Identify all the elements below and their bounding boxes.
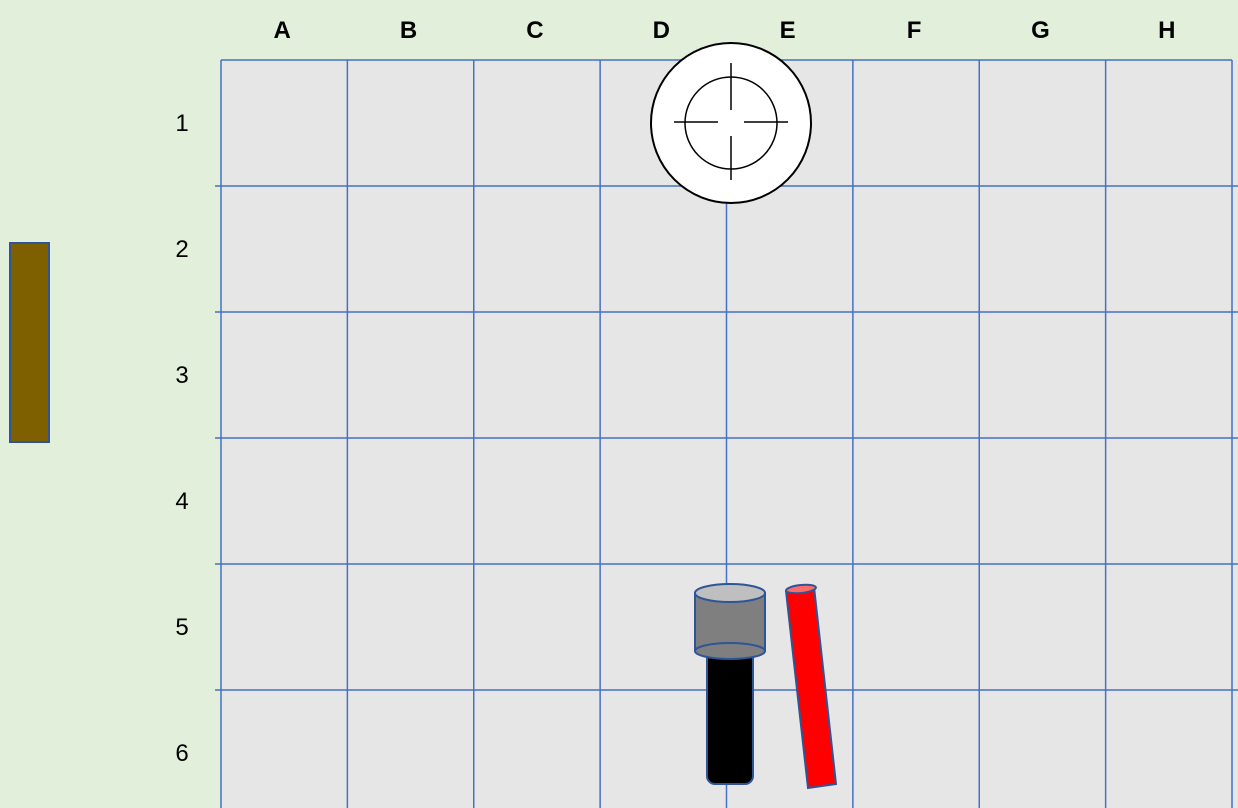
column-labels: A B C D E F G H: [274, 17, 1176, 44]
column-label-e: E: [780, 17, 796, 44]
row-label-5: 5: [175, 614, 188, 641]
column-label-d: D: [653, 17, 670, 44]
row-label-2: 2: [175, 236, 188, 263]
row-labels: 1 2 3 4 5 6: [175, 110, 188, 767]
column-label-b: B: [400, 17, 417, 44]
crosshair-icon[interactable]: [651, 43, 811, 203]
marker-handle: [707, 650, 753, 784]
marker-cap-top: [695, 584, 765, 602]
side-block[interactable]: [10, 243, 49, 442]
row-label-3: 3: [175, 362, 188, 389]
row-label-1: 1: [175, 110, 188, 137]
column-label-a: A: [274, 17, 291, 44]
marker-cap-bottom: [695, 643, 765, 659]
column-label-g: G: [1031, 17, 1050, 44]
column-label-f: F: [907, 17, 922, 44]
column-label-c: C: [526, 17, 543, 44]
row-label-4: 4: [175, 488, 188, 515]
column-label-h: H: [1158, 17, 1175, 44]
row-label-6: 6: [175, 740, 188, 767]
